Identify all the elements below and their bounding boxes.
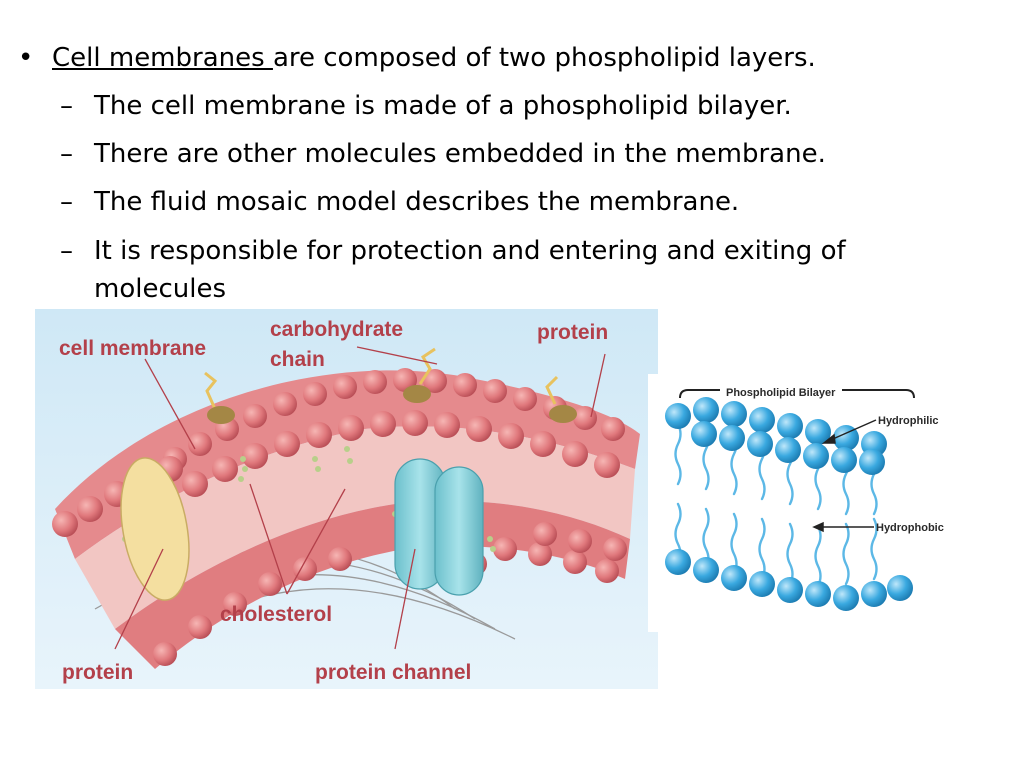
- sub-bullet-1: – The cell membrane is made of a phospho…: [18, 88, 1008, 124]
- bottom-heads: [665, 549, 913, 611]
- sub-bullet-2: – There are other molecules embedded in …: [18, 136, 1008, 172]
- label-carbohydrate: carbohydrate: [270, 318, 403, 341]
- carbohydrate-chains: [204, 347, 559, 410]
- label-pointers: [114, 346, 606, 650]
- sub-bullet-text: The cell membrane is made of a phospholi…: [94, 91, 792, 121]
- sub-bullet-text: There are other molecules embedded in th…: [94, 139, 826, 169]
- sub-bullet-4: – It is responsible for protection and e…: [18, 232, 1008, 308]
- membrane-outer-surface: [55, 370, 640, 559]
- bilayer-title: Phospholipid Bilayer: [726, 387, 836, 399]
- sub-bullet-text: It is responsible for protection and ent…: [94, 236, 846, 266]
- label-cell-membrane: cell membrane: [59, 337, 206, 360]
- top-heads: [665, 397, 887, 475]
- protein-channel: [394, 458, 484, 596]
- sub-bullet-3: – The fluid mosaic model describes the m…: [18, 184, 1008, 220]
- dash: –: [60, 91, 73, 121]
- bullet-list: • Cell membranes are composed of two pho…: [18, 40, 1008, 320]
- label-protein-top: protein: [537, 321, 608, 344]
- sub-bullet-text: The fluid mosaic model describes the mem…: [94, 187, 740, 217]
- phospholipid-bilayer-diagram: Phospholipid Bilayer: [648, 374, 958, 632]
- label-hydrophobic: Hydrophobic: [876, 522, 944, 534]
- label-hydrophilic: Hydrophilic: [878, 415, 939, 427]
- label-protein-bottom: protein: [62, 661, 133, 684]
- sub-bullet-text-cont: molecules: [94, 274, 226, 304]
- dash: –: [60, 187, 73, 217]
- dash: –: [60, 236, 73, 266]
- dash: –: [60, 139, 73, 169]
- bullet-main-text: are composed of two phospholipid layers.: [272, 43, 816, 73]
- bracket: [679, 389, 915, 399]
- term-cell-membranes: Cell membranes: [52, 43, 273, 73]
- bullet-main: • Cell membranes are composed of two pho…: [18, 40, 1008, 76]
- label-chain: chain: [270, 348, 325, 371]
- label-cholesterol: cholesterol: [220, 603, 332, 626]
- bullet-dot: •: [18, 43, 34, 73]
- cell-membrane-illustration: cell membrane carbohydrate chain protein…: [35, 309, 658, 689]
- transmembrane-protein: [120, 457, 190, 601]
- label-protein-channel: protein channel: [315, 661, 471, 684]
- annotation-arrows: [812, 419, 877, 533]
- glycoproteins: [207, 385, 577, 424]
